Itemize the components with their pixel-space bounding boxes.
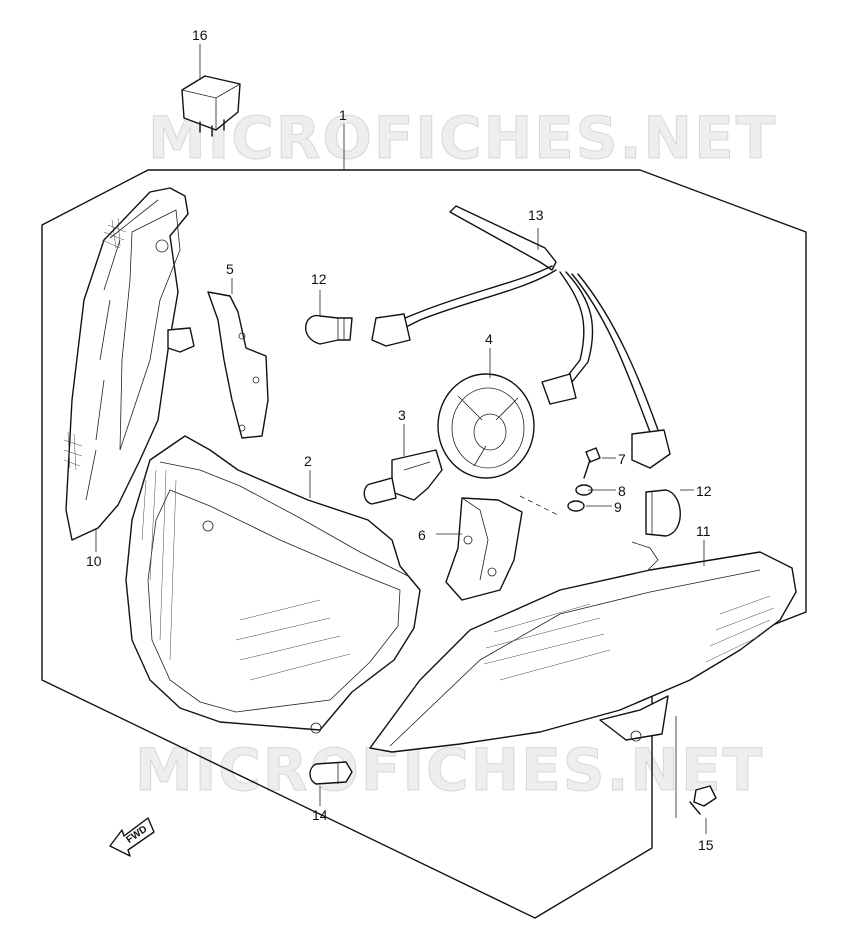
part-side-lens bbox=[63, 187, 195, 541]
part-bulb-14 bbox=[309, 761, 353, 785]
callout-2: 2 bbox=[304, 453, 312, 469]
callout-8: 8 bbox=[618, 483, 626, 499]
watermark-bottom: MICROFICHES.NET bbox=[135, 736, 764, 804]
callout-15: 15 bbox=[698, 837, 714, 853]
part-wire-harness bbox=[371, 205, 671, 469]
watermark-top: MICROFICHES.NET bbox=[148, 104, 777, 172]
leader-lines bbox=[95, 44, 707, 834]
callout-4: 4 bbox=[485, 331, 493, 347]
part-washer-9 bbox=[567, 500, 585, 512]
part-headlamp-housing bbox=[125, 435, 421, 734]
callout-3: 3 bbox=[398, 407, 406, 423]
callout-13: 13 bbox=[528, 207, 544, 223]
callout-9: 9 bbox=[614, 499, 622, 515]
dashed-link bbox=[519, 495, 561, 517]
part-screw-7 bbox=[583, 447, 601, 479]
callout-12-right: 12 bbox=[696, 483, 712, 499]
callout-16: 16 bbox=[192, 27, 208, 43]
part-front-lens bbox=[369, 541, 797, 753]
fwd-arrow: FWD bbox=[109, 817, 155, 857]
part-headlight-bulb bbox=[363, 449, 443, 505]
callout-7: 7 bbox=[618, 451, 626, 467]
callout-14: 14 bbox=[312, 807, 328, 823]
part-bulb-12-top bbox=[304, 315, 353, 345]
callout-10: 10 bbox=[86, 553, 102, 569]
callout-1: 1 bbox=[339, 107, 347, 123]
callout-5: 5 bbox=[226, 261, 234, 277]
part-socket-cap bbox=[437, 373, 535, 479]
callouts: 16 1 5 12 13 4 3 2 6 7 8 9 12 11 10 14 1… bbox=[86, 27, 714, 853]
part-bulb-12-right bbox=[645, 489, 681, 537]
callout-11: 11 bbox=[696, 523, 711, 539]
callout-12-top: 12 bbox=[311, 271, 327, 287]
part-screw-15 bbox=[689, 785, 717, 815]
part-relay bbox=[181, 75, 241, 137]
callout-6: 6 bbox=[418, 527, 426, 543]
part-bracket-5 bbox=[207, 291, 269, 439]
part-bracket-6 bbox=[445, 497, 523, 601]
